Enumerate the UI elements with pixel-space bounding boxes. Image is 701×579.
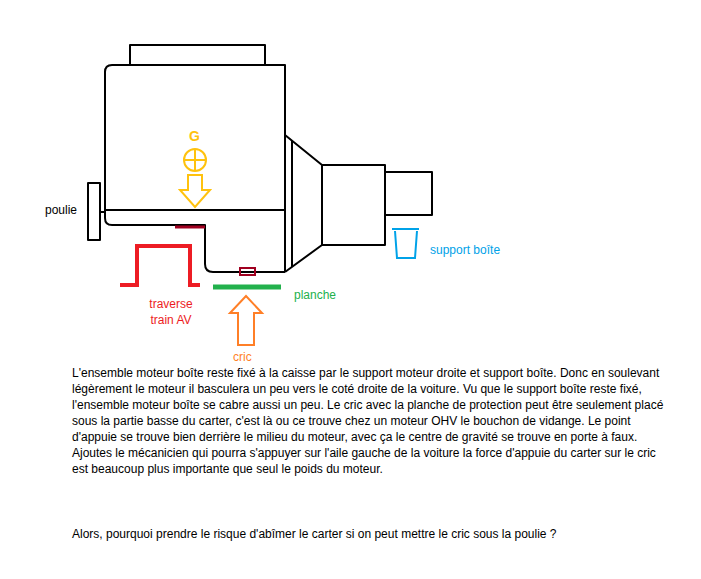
bellhousing (285, 135, 322, 272)
plank (213, 285, 281, 290)
part-label: traverse train AV (140, 296, 202, 328)
jack-arrow (230, 296, 262, 345)
gravity-symbol (180, 149, 210, 207)
gearbox (322, 165, 385, 245)
part-label: cric (233, 349, 263, 365)
note-text: L'ensemble moteur boîte reste fixé à la … (72, 365, 672, 477)
cylinder-head (130, 45, 265, 65)
gearbox-extension (385, 172, 432, 215)
part-label: planche (294, 287, 354, 303)
drain-plug (240, 268, 255, 275)
note-text: Alors, pourquoi prendre le risque d'abîm… (72, 526, 672, 542)
contact-mark (175, 226, 205, 229)
part-label: poulie (45, 202, 90, 218)
oil-pan (105, 210, 285, 272)
pulley (88, 183, 100, 240)
crossmember (120, 246, 200, 285)
engine-block (105, 65, 285, 272)
gravity-label: G (189, 128, 203, 144)
part-label: support boîte (430, 242, 520, 258)
gearbox-support (392, 229, 419, 258)
